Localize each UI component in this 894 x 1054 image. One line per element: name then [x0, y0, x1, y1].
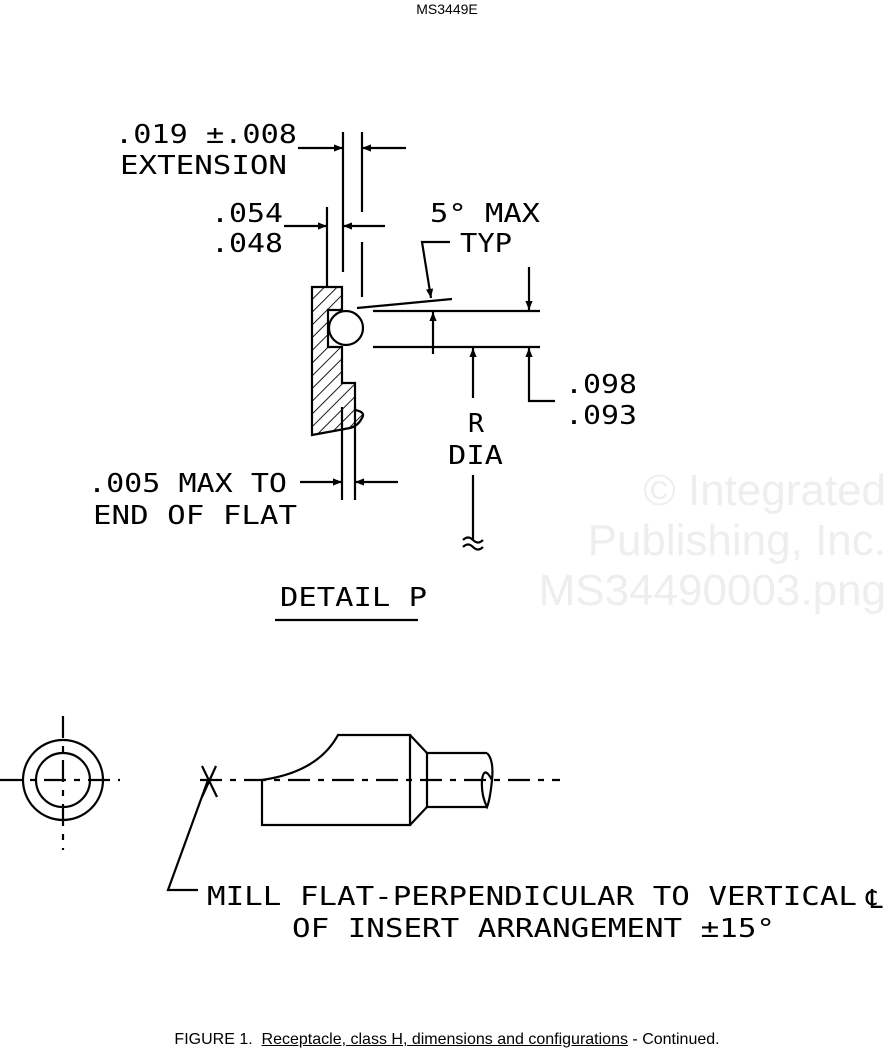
contact-chamfer: [409, 734, 429, 826]
mill-flat-leader: [166, 779, 210, 892]
typ-leader: [420, 240, 450, 299]
mill-flat-note-line-2: OF INSERT ARRANGEMENT ±15°: [292, 914, 775, 944]
watermark-line-3: MS34490003.png: [539, 566, 886, 615]
angle-typ: TYP: [460, 229, 512, 259]
dia-leader: [525, 348, 555, 403]
contact-section-hatched: [310, 285, 365, 437]
watermark-line-2: Publishing, Inc.: [588, 516, 886, 565]
caption-prefix: FIGURE 1.: [174, 1031, 253, 1048]
thickness-min: .048: [211, 229, 283, 259]
contact-body: [260, 733, 412, 827]
angle-line: [356, 297, 453, 310]
dia-max: .098: [565, 370, 637, 400]
break-symbol-icon: [462, 536, 484, 551]
watermark: © Integrated Publishing, Inc. MS34490003…: [539, 466, 886, 615]
extension-label: EXTENSION: [120, 151, 287, 181]
flat-note-line-1: .005 MAX TO: [88, 469, 287, 499]
extension-dimension: .019 ±.008: [115, 120, 297, 150]
document-number: MS3449E: [416, 1, 477, 17]
contact-views: MILL FLAT-PERPENDICULAR TO VERTICAL ℄ OF…: [0, 716, 883, 944]
angle-dimension: 5° MAX: [430, 199, 540, 229]
detail-title: DETAIL P: [280, 583, 427, 613]
caption-suffix: - Continued.: [627, 1031, 720, 1048]
caption-title: Receptacle, class H, dimensions and conf…: [261, 1031, 628, 1048]
centerline-symbol-icon: ℄: [865, 885, 883, 915]
watermark-line-1: © Integrated: [643, 466, 886, 515]
wire-circle: [327, 309, 365, 347]
contact-shank: [427, 751, 487, 809]
mill-flat-note-line-1: MILL FLAT-PERPENDICULAR TO VERTICAL: [207, 882, 857, 912]
flat-note-line-2: END OF FLAT: [93, 501, 297, 531]
r-label: R: [468, 409, 484, 439]
thickness-max: .054: [211, 199, 283, 229]
figure-caption: FIGURE 1. Receptacle, class H, dimension…: [0, 1031, 894, 1049]
shank-break-icon: [480, 752, 494, 810]
dia-label: DIA: [448, 441, 503, 471]
detail-p: .019 ±.008 EXTENSION .054 .048 5° MAX TY…: [88, 120, 637, 622]
dia-min: .093: [565, 401, 637, 431]
